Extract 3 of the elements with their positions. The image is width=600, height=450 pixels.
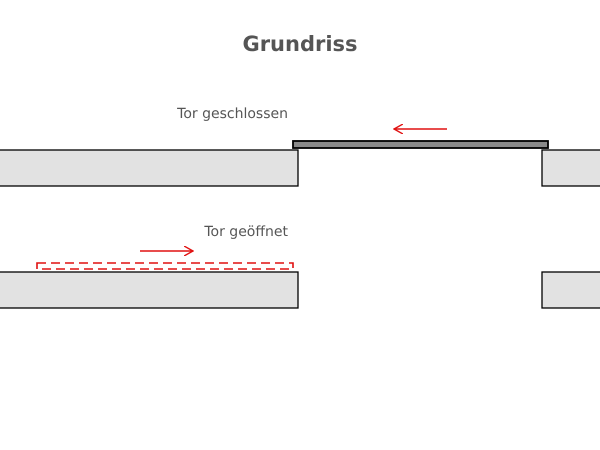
gate-state-label: Tor geschlossen — [177, 106, 288, 122]
gate-state-label: Tor geöffnet — [204, 224, 288, 240]
title: Grundriss — [242, 32, 358, 56]
